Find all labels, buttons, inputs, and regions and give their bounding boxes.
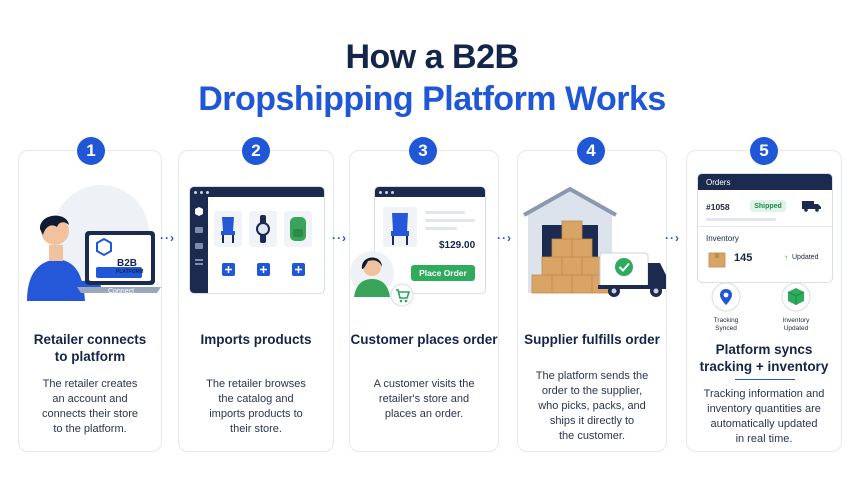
step-2-badge: 2 [242, 137, 270, 165]
step-4-description: The platform sends the order to the supp… [535, 370, 649, 442]
arrow-1-2: ··› [160, 231, 175, 245]
customer-avatar [350, 251, 414, 307]
arrow-3-4: ··› [497, 231, 512, 245]
place-order-button[interactable]: Place Order [411, 265, 475, 281]
tracking-synced-label: Tracking Synced [713, 317, 739, 332]
step-1-badge: 1 [77, 137, 105, 165]
step-5-badge: 5 [750, 137, 778, 165]
step-4-badge: 4 [577, 137, 605, 165]
arrow-up-icon: ↑ [784, 253, 788, 262]
step-1-description: The retailer creates an account and conn… [42, 378, 138, 435]
catalog-sidebar [190, 197, 208, 293]
step-2-description: The retailer browses the catalog and imp… [206, 378, 306, 435]
title-line-1: How a B2B [345, 38, 519, 76]
store-window: $129.00 Place Order [374, 186, 486, 294]
box-icon [708, 252, 726, 268]
retailer-icon [27, 185, 161, 301]
step-4-card: Supplier fulfills order The platform sen… [517, 150, 667, 452]
step-5-title: Platform syncs tracking + inventory [699, 342, 829, 374]
store-product [383, 207, 475, 247]
arrow-2-3: ··› [332, 231, 347, 245]
inventory-updated-caption: Inventory Updated [782, 317, 810, 332]
step-3-card: $129.00 Place Order Customer places orde… [349, 150, 499, 452]
inventory-quantity: 145 [734, 252, 753, 264]
title-line-2: Dropshipping Platform Works [198, 80, 666, 118]
step-1-title: Retailer connects to platform [33, 332, 147, 364]
inventory-updated-label: Updated [792, 254, 819, 261]
cube-icon [781, 282, 811, 312]
inventory-label: Inventory [706, 234, 739, 243]
divider [735, 379, 795, 380]
warehouse-truck-illustration [523, 186, 666, 297]
retailer-laptop-illustration: B2B PLATFORM Connect [21, 171, 161, 301]
product-grid [214, 211, 312, 276]
step-2-card: Imports products The retailer browses th… [178, 150, 334, 452]
step-5-card: Orders #1058 Shipped Inventory 145 ↑ Upd… [686, 150, 842, 452]
connect-button[interactable]: Connect [107, 288, 135, 295]
orders-header: Orders [698, 174, 832, 190]
step-3-description: A customer visits the retailer's store a… [373, 378, 475, 420]
status-badge: Shipped [750, 200, 786, 212]
step-3-badge: 3 [409, 137, 437, 165]
catalog-window [189, 186, 325, 294]
step-3-title: Customer places order [350, 332, 498, 347]
orders-header-label: Orders [706, 177, 731, 187]
laptop-brand-sub: PLATFORM [116, 269, 144, 275]
location-pin-icon [711, 282, 741, 312]
step-5-description: Tracking information and inventory quant… [703, 388, 825, 445]
step-1-card: B2B PLATFORM Connect Retailer connects t… [18, 150, 162, 452]
sync-panel: Orders #1058 Shipped Inventory 145 ↑ Upd… [697, 173, 833, 283]
product-price: $129.00 [439, 240, 476, 251]
order-id: #1058 [706, 202, 730, 212]
step-2-title: Imports products [200, 332, 312, 347]
truck-icon [802, 201, 821, 212]
step-4-title: Supplier fulfills order [524, 332, 660, 347]
arrow-4-5: ··› [665, 231, 680, 245]
laptop-brand: B2B [117, 258, 138, 269]
